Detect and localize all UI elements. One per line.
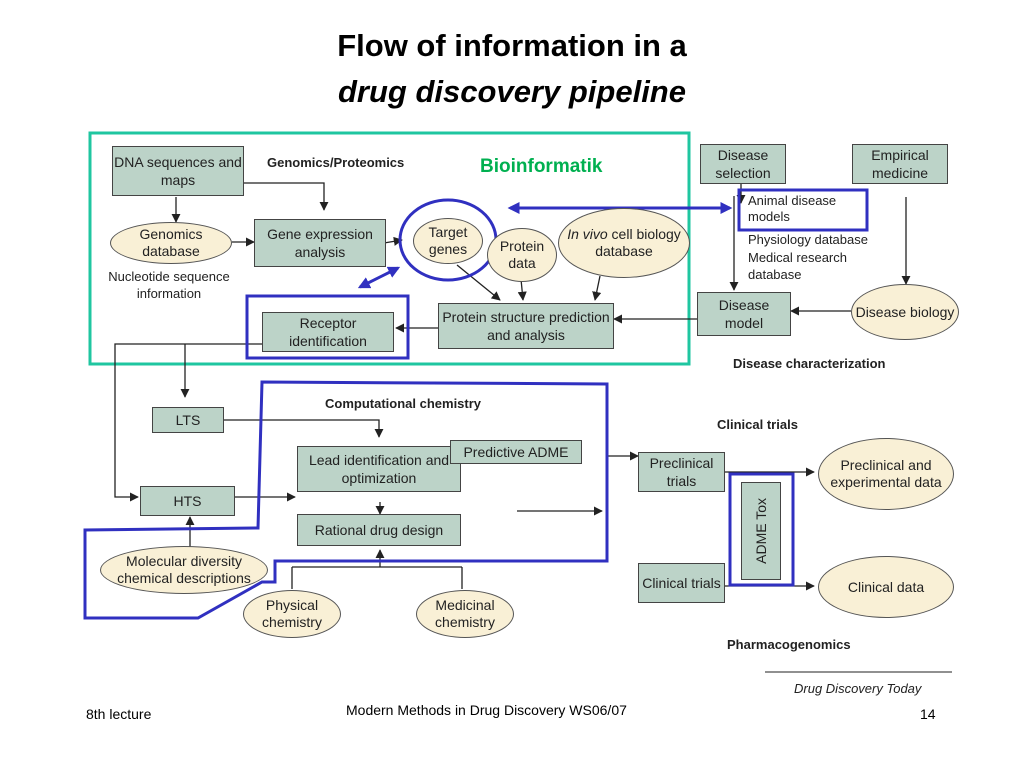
- lts-box: LTS: [152, 407, 224, 433]
- empirical-medicine-box: Empirical medicine: [852, 144, 948, 184]
- gene-expression-box: Gene expression analysis: [254, 219, 386, 267]
- disease-characterization-label: Disease characterization: [733, 356, 886, 371]
- lead-identification-box: Lead identification and optimization: [297, 446, 461, 492]
- genomics-proteomics-label: Genomics/Proteomics: [267, 155, 405, 170]
- animal-models-highlight: [737, 188, 869, 232]
- disease-biology-ellipse: Disease biology: [851, 284, 959, 340]
- animal-disease-models-label: Animal disease models: [748, 193, 837, 224]
- disease-model-box: Disease model: [697, 292, 791, 336]
- rational-drug-design-box: Rational drug design: [297, 514, 461, 546]
- in-vivo-rest: cell biology database: [595, 226, 681, 259]
- footer-lecture: 8th lecture: [86, 706, 152, 722]
- physical-chemistry-ellipse: Physical chemistry: [243, 590, 341, 638]
- clinical-trials-label: Clinical trials: [717, 417, 798, 432]
- adme-tox-box: ADME Tox: [741, 482, 781, 580]
- genomics-database-ellipse: Genomics database: [110, 222, 232, 264]
- receptor-identification-box: Receptor identification: [262, 312, 394, 352]
- preclinical-trials-box: Preclinical trials: [638, 452, 725, 492]
- footer-page-number: 14: [920, 706, 936, 722]
- adme-tox-highlight: [728, 472, 795, 587]
- footer-course: Modern Methods in Drug Discovery WS06/07: [346, 702, 627, 718]
- in-vivo-italic: In vivo: [567, 226, 608, 242]
- computational-chemistry-label: Computational chemistry: [325, 396, 482, 411]
- medical-research-database-label: Medical research database: [748, 250, 847, 282]
- predictive-adme-box: Predictive ADME: [450, 440, 582, 464]
- slide-title-line-2: drug discovery pipeline: [338, 74, 686, 109]
- adme-tox-text: ADME Tox: [753, 498, 769, 564]
- molecular-diversity-ellipse: Molecular diversity chemical description…: [100, 546, 268, 594]
- disease-selection-box: Disease selection: [700, 144, 786, 184]
- hts-box: HTS: [140, 486, 235, 516]
- slide-title-line-1: Flow of information in a: [337, 28, 687, 63]
- clinical-trials-box: Clinical trials: [638, 563, 725, 603]
- preclinical-data-ellipse: Preclinical and experimental data: [818, 438, 954, 510]
- clinical-data-ellipse: Clinical data: [818, 556, 954, 618]
- protein-structure-box: Protein structure prediction and analysi…: [438, 303, 614, 349]
- source-label: Drug Discovery Today: [794, 681, 922, 696]
- physiology-database-label: Physiology database: [748, 232, 868, 247]
- in-vivo-database-ellipse: In vivo cell biology database: [558, 208, 690, 278]
- protein-data-ellipse: Protein data: [487, 228, 557, 282]
- nucleotide-information-label: Nucleotide sequence information: [108, 269, 230, 301]
- pharmacogenomics-label: Pharmacogenomics: [727, 637, 851, 652]
- receptor-highlight: [245, 294, 410, 360]
- medicinal-chemistry-ellipse: Medicinal chemistry: [416, 590, 514, 638]
- dna-sequences-box: DNA sequences and maps: [112, 146, 244, 196]
- target-genes-ellipse: Target genes: [413, 218, 483, 264]
- bioinformatik-label: Bioinformatik: [480, 156, 603, 177]
